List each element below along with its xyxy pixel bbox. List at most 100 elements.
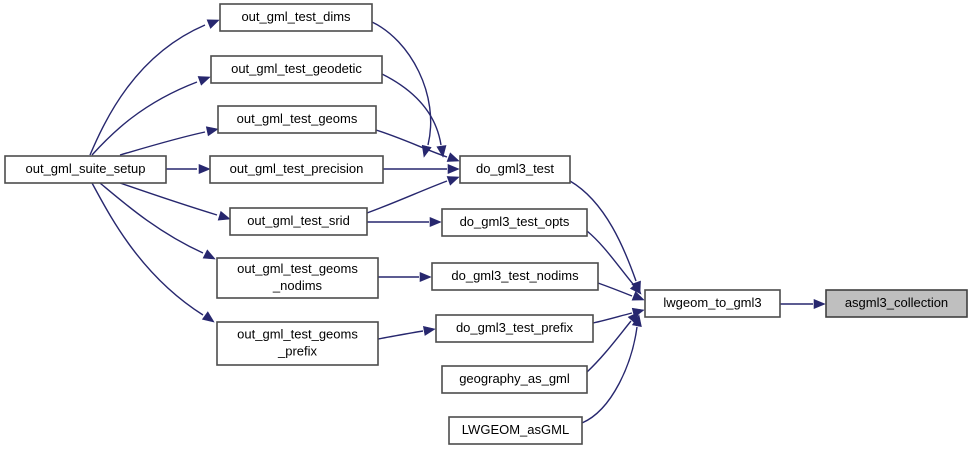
node-lwgeom_to_gml3[interactable]: lwgeom_to_gml3	[644, 289, 781, 318]
node-out_gml_test_geoms[interactable]: out_gml_test_geoms	[217, 105, 377, 134]
node-box[interactable]	[459, 155, 571, 184]
node-box[interactable]	[441, 208, 588, 237]
arrow-head-icon	[429, 216, 442, 228]
node-asgml3_collection[interactable]: asgml3_collection	[825, 289, 968, 318]
edge-out_gml_suite_setup-to-out_gml_test_precision	[166, 163, 211, 175]
edge-line	[89, 24, 206, 156]
node-box[interactable]	[448, 416, 583, 445]
arrow-head-icon	[446, 176, 460, 186]
node-out_gml_test_dims[interactable]: out_gml_test_dims	[219, 3, 373, 32]
node-box[interactable]	[217, 105, 377, 134]
edge-do_gml3_test_nodims-to-lwgeom_to_gml3	[597, 282, 645, 301]
edge-lwgeom_to_gml3-to-asgml3_collection	[780, 298, 826, 310]
edge-line	[586, 230, 634, 285]
edge-out_gml_test_geodetic-to-do_gml3_test	[381, 73, 447, 158]
edge-line	[91, 182, 204, 316]
nodes-layer: out_gml_suite_setup out_gml_test_dims out_…	[4, 3, 968, 445]
node-label: _prefix	[277, 343, 318, 358]
edge-line	[377, 330, 424, 340]
edge-do_gml3_test_opts-to-lwgeom_to_gml3	[586, 230, 642, 295]
node-label: out_gml_test_dims	[241, 9, 351, 24]
arrow-head-icon	[446, 152, 460, 162]
node-label: do_gml3_test	[476, 161, 554, 176]
edge-line	[375, 129, 448, 158]
node-box[interactable]	[210, 55, 383, 84]
node-do_gml3_test_prefix[interactable]: do_gml3_test_prefix	[435, 314, 594, 343]
node-box[interactable]	[435, 314, 594, 343]
node-box[interactable]	[229, 207, 368, 236]
edge-out_gml_test_precision-to-do_gml3_test	[383, 163, 460, 175]
arrow-head-icon	[201, 311, 215, 323]
node-label: do_gml3_test_prefix	[456, 320, 574, 335]
node-box[interactable]	[431, 262, 599, 291]
edge-line	[597, 282, 633, 297]
edge-out_gml_suite_setup-to-out_gml_test_geodetic	[91, 76, 211, 156]
node-box[interactable]	[644, 289, 781, 318]
node-do_gml3_test_nodims[interactable]: do_gml3_test_nodims	[431, 262, 599, 291]
node-box[interactable]	[825, 289, 968, 318]
edge-line	[381, 73, 442, 146]
edge-LWGEOM_asGML-to-lwgeom_to_gml3	[581, 314, 642, 424]
node-out_gml_test_srid[interactable]: out_gml_test_srid	[229, 207, 368, 236]
node-box[interactable]	[4, 155, 167, 184]
arrow-head-icon	[422, 325, 436, 336]
arrow-head-icon	[629, 282, 642, 295]
edge-out_gml_test_srid-to-do_gml3_test	[366, 176, 460, 214]
edge-out_gml_suite_setup-to-out_gml_test_dims	[89, 19, 220, 156]
node-box[interactable]	[209, 155, 384, 184]
arrow-head-icon	[198, 163, 211, 175]
edge-line	[592, 312, 633, 324]
node-out_gml_test_geodetic[interactable]: out_gml_test_geodetic	[210, 55, 383, 84]
node-out_gml_test_geoms_prefix[interactable]: out_gml_test_geoms _prefix	[216, 321, 379, 366]
edge-line	[586, 320, 632, 373]
edge-line	[119, 182, 218, 216]
node-do_gml3_test[interactable]: do_gml3_test	[459, 155, 571, 184]
arrow-head-icon	[631, 314, 642, 328]
arrow-head-icon	[813, 298, 826, 310]
edge-out_gml_test_geoms-to-do_gml3_test	[375, 129, 460, 162]
edge-out_gml_suite_setup-to-out_gml_test_geoms	[119, 126, 219, 156]
edge-out_gml_suite_setup-to-out_gml_test_srid	[119, 182, 231, 221]
node-label: LWGEOM_asGML	[462, 422, 569, 437]
node-label: asgml3_collection	[845, 295, 948, 310]
node-label: _nodims	[272, 278, 323, 293]
arrow-head-icon	[419, 271, 432, 283]
node-label: out_gml_test_geoms	[237, 326, 358, 341]
node-label: do_gml3_test_nodims	[451, 268, 579, 283]
node-out_gml_test_geoms_nodims[interactable]: out_gml_test_geoms _nodims	[216, 257, 379, 299]
node-geography_as_gml[interactable]: geography_as_gml	[441, 365, 588, 394]
edge-out_gml_test_geoms_prefix-to-do_gml3_test_prefix	[377, 325, 436, 340]
edge-line	[371, 21, 432, 146]
arrow-head-icon	[631, 291, 645, 301]
node-label: lwgeom_to_gml3	[663, 295, 761, 310]
edge-out_gml_suite_setup-to-out_gml_test_geoms_prefix	[91, 182, 215, 323]
edge-line	[119, 131, 206, 156]
node-box[interactable]	[216, 321, 379, 366]
node-out_gml_suite_setup[interactable]: out_gml_suite_setup	[4, 155, 167, 184]
node-LWGEOM_asGML[interactable]: LWGEOM_asGML	[448, 416, 583, 445]
node-label: out_gml_test_geoms	[237, 111, 358, 126]
arrow-head-icon	[205, 126, 219, 137]
node-box[interactable]	[219, 3, 373, 32]
node-do_gml3_test_opts[interactable]: do_gml3_test_opts	[441, 208, 588, 237]
node-label: geography_as_gml	[459, 371, 570, 386]
edge-out_gml_test_dims-to-do_gml3_test	[371, 21, 432, 158]
node-label: do_gml3_test_opts	[460, 214, 570, 229]
node-out_gml_test_precision[interactable]: out_gml_test_precision	[209, 155, 384, 184]
node-box[interactable]	[216, 257, 379, 299]
node-label: out_gml_test_geoms	[237, 261, 358, 276]
edge-line	[581, 326, 638, 424]
node-label: out_gml_test_srid	[247, 213, 350, 228]
node-box[interactable]	[441, 365, 588, 394]
node-label: out_gml_test_geodetic	[231, 61, 362, 76]
edge-line	[569, 180, 637, 282]
edge-line	[366, 180, 448, 214]
edge-out_gml_suite_setup-to-out_gml_test_geoms_nodims	[99, 182, 216, 260]
edge-line	[91, 81, 198, 156]
arrow-head-icon	[206, 19, 220, 29]
edge-line	[99, 182, 204, 254]
arrow-head-icon	[217, 210, 231, 221]
node-label: out_gml_test_precision	[230, 161, 364, 176]
